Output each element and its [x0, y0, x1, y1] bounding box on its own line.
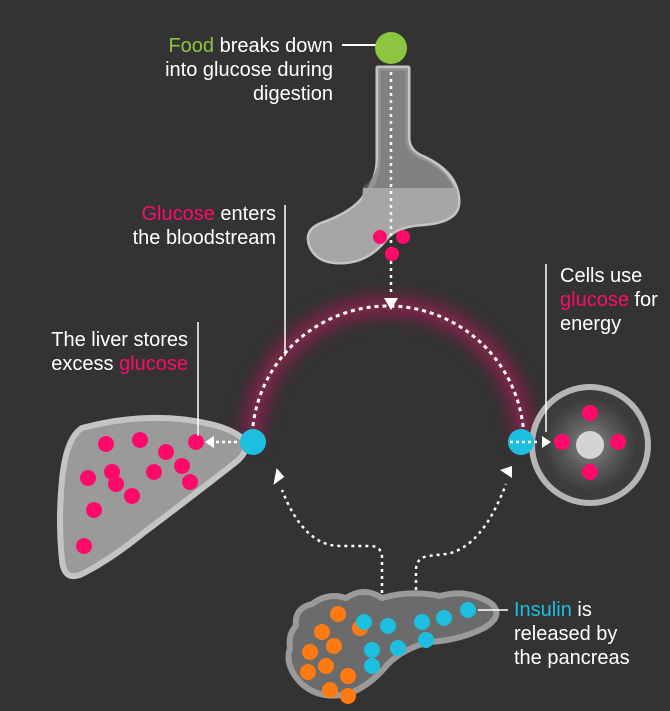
food-dot-icon	[375, 32, 407, 64]
cells-label-line1: Cells use	[560, 264, 658, 288]
glucose-keyword: glucose	[119, 353, 188, 375]
liver-label: The liver stores excess glucose	[0, 328, 188, 376]
cells-label: Cells use glucose for energy	[560, 264, 658, 336]
glucose-dot-icon	[373, 230, 387, 244]
insulin-label-line1: is	[572, 599, 592, 621]
glucose-dot-icon	[385, 247, 399, 261]
bloodstream-label-line1: enters	[215, 203, 276, 225]
insulin-dot-icon	[240, 429, 266, 455]
glucose-dot-icon	[396, 230, 410, 244]
food-label: Food breaks down into glucose during dig…	[70, 34, 333, 106]
liver-label-line2: excess	[51, 353, 119, 375]
food-label-line3: digestion	[70, 82, 333, 106]
insulin-label-line3: the pancreas	[514, 646, 630, 670]
insulin-keyword: Insulin	[514, 599, 572, 621]
bloodstream-arc	[252, 306, 524, 442]
cells-label-line2: for	[629, 289, 658, 311]
cell-icon	[532, 387, 648, 503]
bloodstream-label-line2: the bloodstream	[40, 226, 276, 250]
food-keyword: Food	[168, 35, 214, 57]
insulin-arrow-right	[416, 466, 512, 604]
food-label-line2: into glucose during	[70, 58, 333, 82]
pancreas-icon	[289, 592, 497, 704]
insulin-arrow-left	[271, 467, 382, 600]
insulin-label-line2: released by	[514, 622, 630, 646]
cells-label-line3: energy	[560, 312, 658, 336]
insulin-label: Insulin is released by the pancreas	[514, 598, 630, 670]
glucose-keyword: Glucose	[141, 203, 214, 225]
liver-label-line1: The liver stores	[0, 328, 188, 352]
bloodstream-label: Glucose enters the bloodstream	[40, 202, 276, 250]
glucose-keyword: glucose	[560, 289, 629, 311]
food-label-line1: breaks down	[214, 35, 333, 57]
